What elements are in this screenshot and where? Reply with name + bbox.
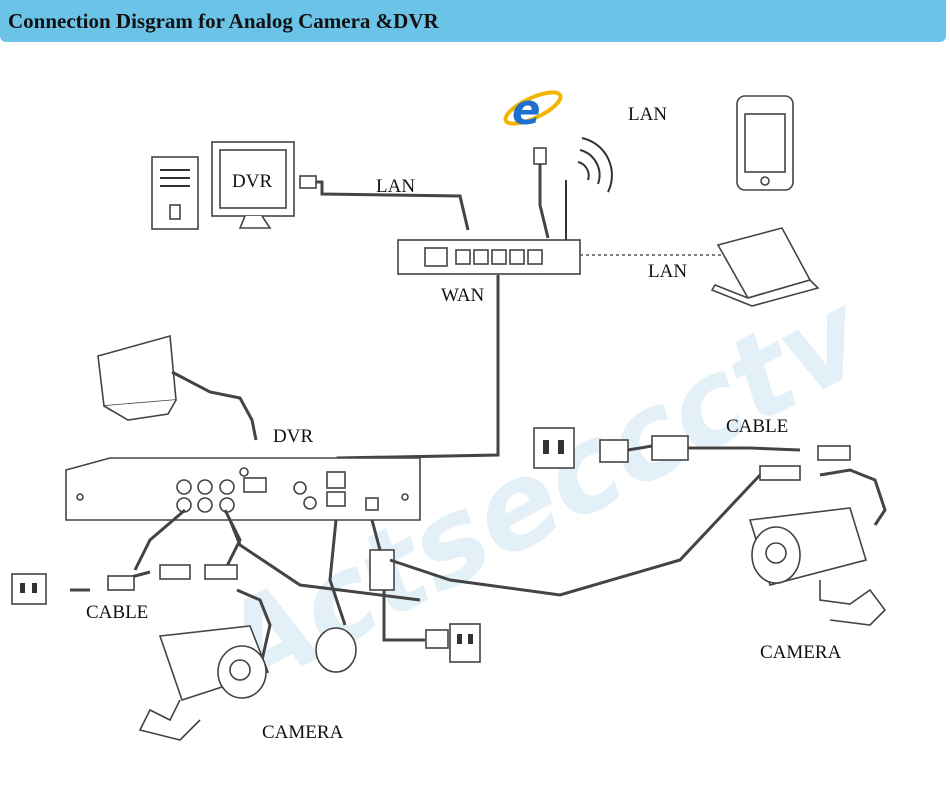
wall-outlet-icon: [449, 623, 481, 663]
pc-tower-icon: [151, 156, 199, 230]
camera-label-right: CAMERA: [760, 642, 842, 663]
monitor-icon: [211, 141, 295, 229]
wifi-signal-icon: [577, 137, 613, 193]
dvr-recorder-icon: [65, 457, 421, 521]
cable-label-left: CABLE: [86, 602, 148, 623]
bnc-connector-right: [759, 465, 801, 481]
lan-label-left: LAN: [376, 176, 415, 197]
wall-outlet-right-icon: [533, 427, 575, 469]
svg-text:e: e: [512, 85, 541, 134]
power-brick-right: [651, 435, 689, 461]
camera-left-icon: [138, 625, 270, 741]
bnc-connector-left-2: [204, 564, 238, 580]
dvr-main-label: DVR: [273, 426, 313, 447]
camera-right-icon: [748, 507, 887, 626]
title-bar: Connection Disgram for Analog Camera &DV…: [0, 0, 946, 42]
power-adapter-left-icon: [107, 575, 135, 591]
rj45-connector-icon: [299, 175, 317, 189]
camera-label-left: CAMERA: [262, 722, 344, 743]
bnc-connector-right-2: [817, 445, 851, 461]
power-adapter-right-icon: [599, 439, 629, 463]
cable-label-right: CABLE: [726, 416, 788, 437]
power-adapter-icon: [369, 549, 449, 649]
wan-label: WAN: [441, 285, 485, 306]
antenna-cable-connector: [533, 147, 547, 165]
monitor-dvr-label: DVR: [232, 171, 272, 192]
smartphone-icon: [736, 95, 794, 191]
monitor-left-icon: [97, 334, 177, 421]
diagram-title: Connection Disgram for Analog Camera &DV…: [8, 9, 439, 33]
router-icon: [397, 180, 581, 275]
bnc-connector-left: [159, 564, 191, 580]
laptop-icon: [710, 227, 820, 307]
lan-label-top: LAN: [628, 104, 667, 125]
wall-outlet-left-icon: [11, 573, 47, 605]
internet-explorer-icon: e: [503, 85, 563, 134]
mouse-icon: [315, 627, 357, 673]
lan-label-laptop: LAN: [648, 261, 687, 282]
